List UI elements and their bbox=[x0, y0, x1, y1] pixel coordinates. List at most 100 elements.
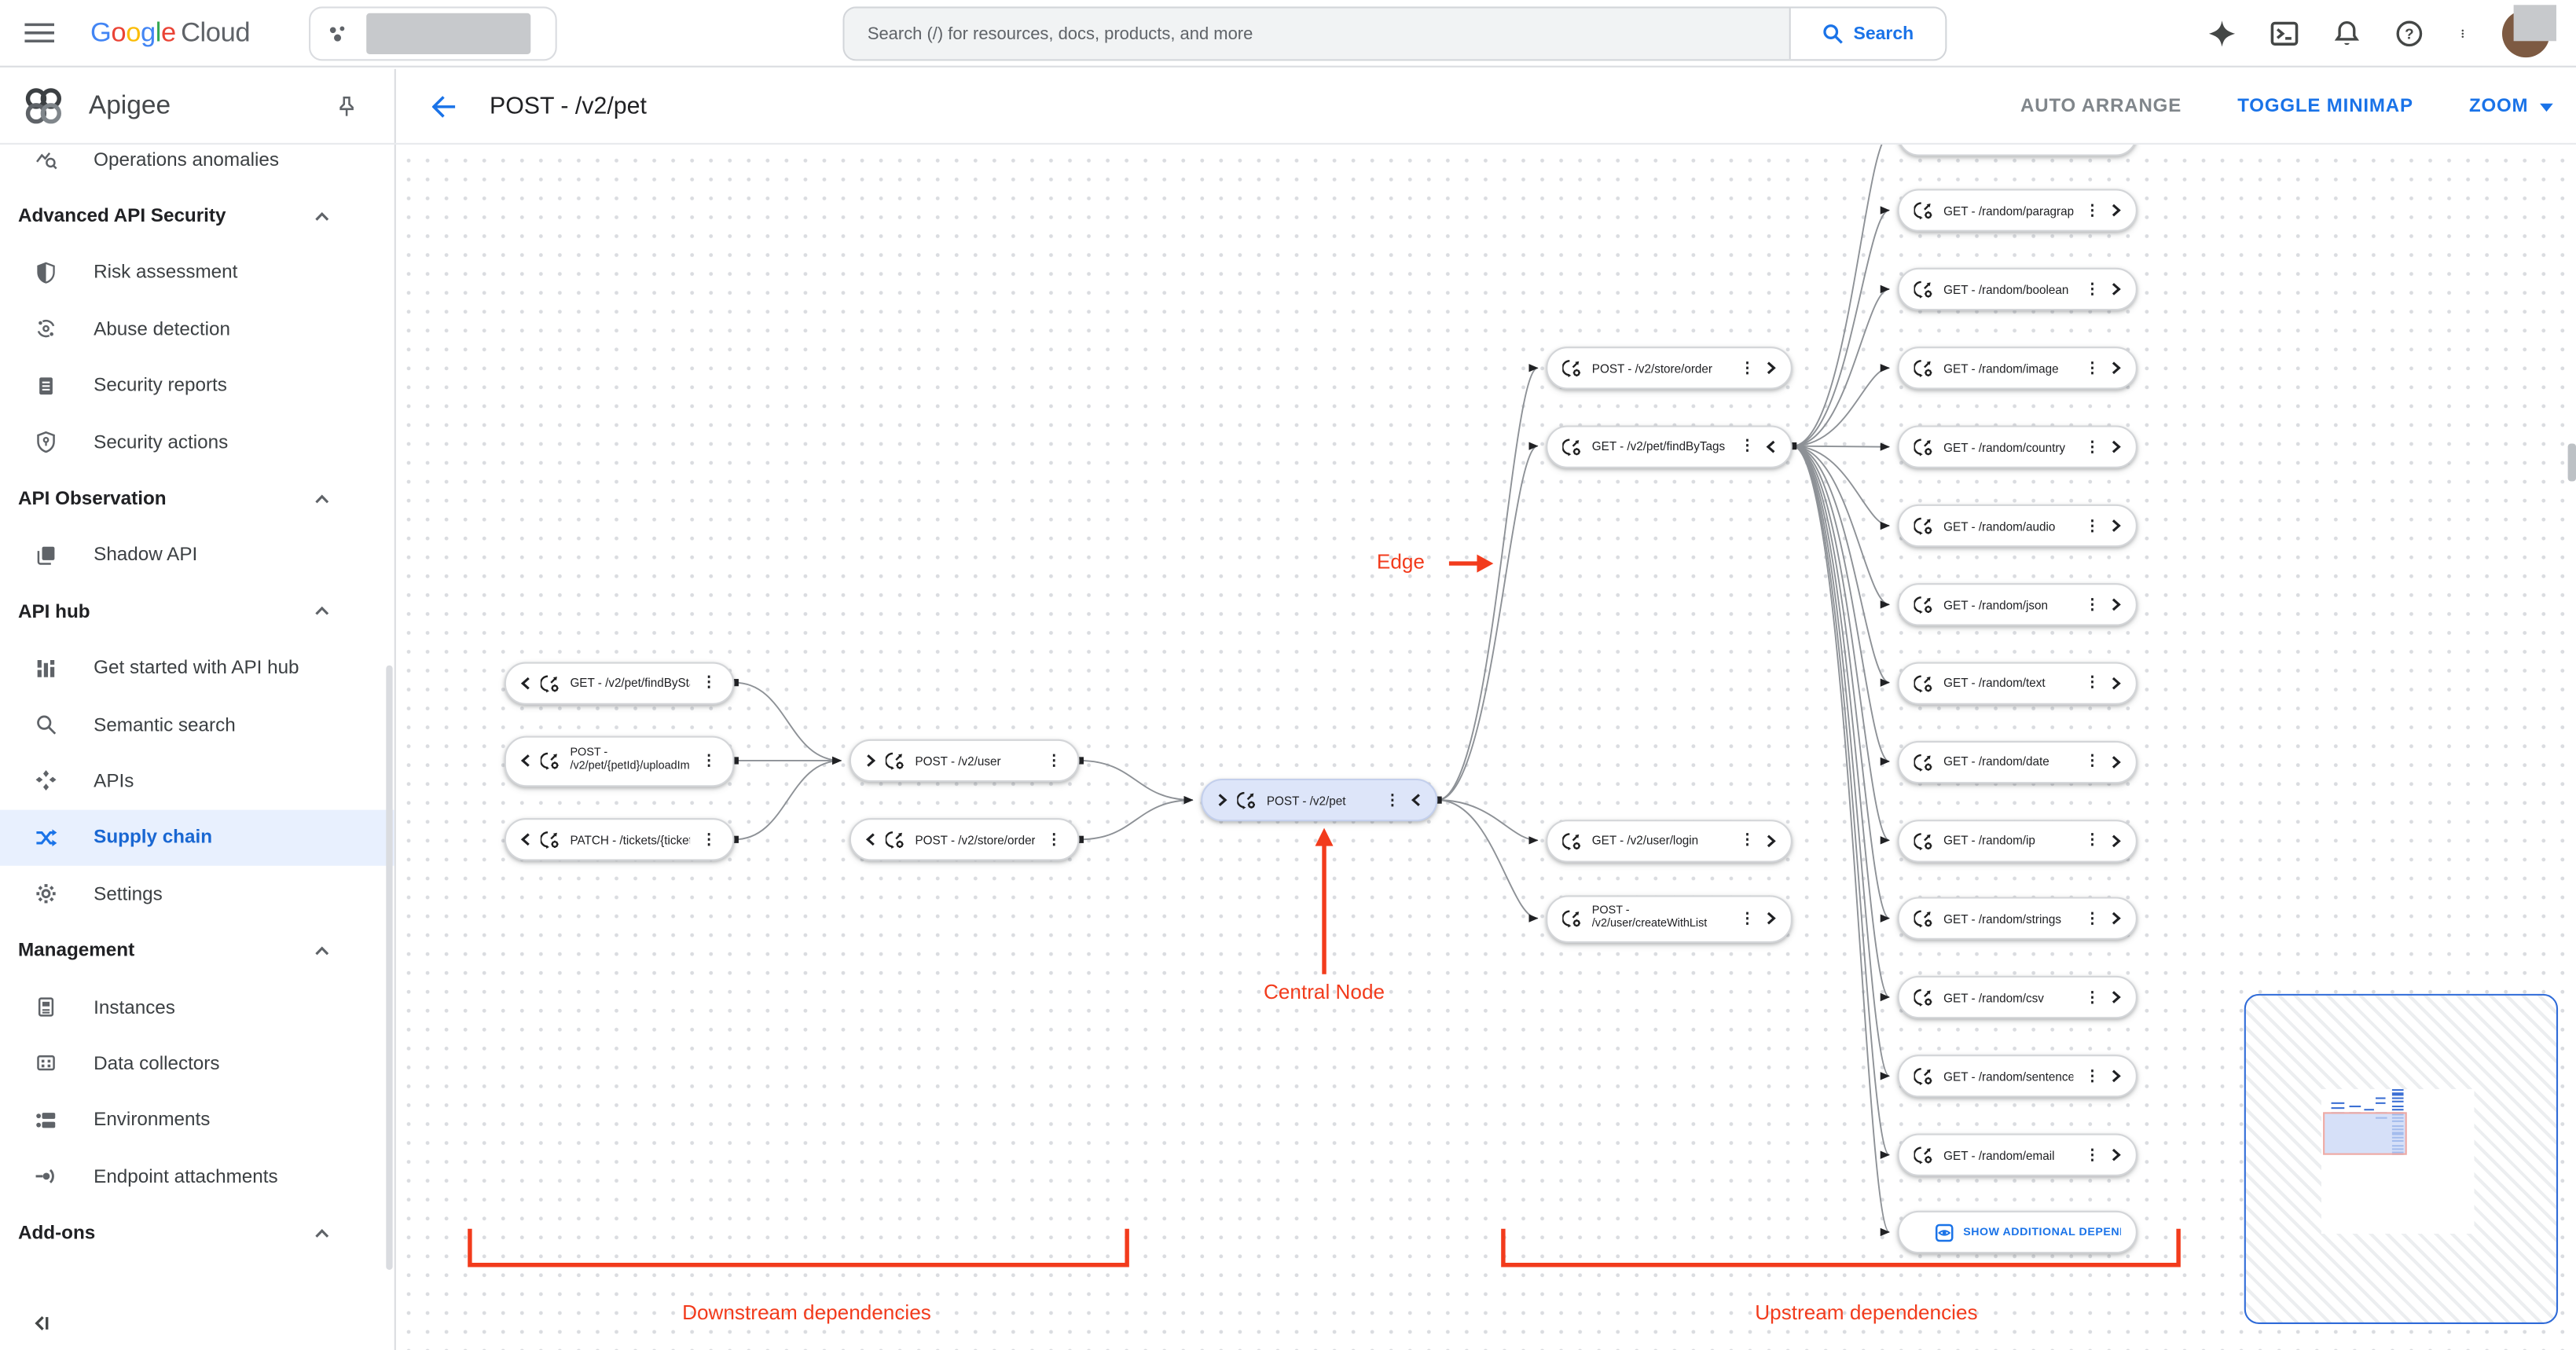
graph-node-login[interactable]: GET - /v2/user/login⋮ bbox=[1546, 819, 1793, 862]
expand-right-chevron-icon[interactable] bbox=[2111, 598, 2121, 611]
collapse-left-chevron-icon[interactable] bbox=[1411, 794, 1422, 807]
graph-node-user[interactable]: POST - /v2/user⋮ bbox=[849, 739, 1080, 783]
toggle-minimap-button[interactable]: TOGGLE MINIMAP bbox=[2237, 97, 2413, 117]
graph-node-rsentence[interactable]: GET - /random/sentence⋮ bbox=[1897, 1055, 2137, 1098]
node-menu-icon[interactable]: ⋮ bbox=[2084, 673, 2100, 691]
back-arrow-icon[interactable] bbox=[431, 94, 457, 117]
graph-node-rboolean[interactable]: GET - /random/boolean⋮ bbox=[1897, 267, 2137, 311]
sidebar-section-api-observation[interactable]: API Observation bbox=[0, 471, 394, 527]
graph-node-createwithlist[interactable]: POST -/v2/user/createWithList⋮ bbox=[1546, 894, 1793, 942]
graph-node-remail[interactable]: GET - /random/email⋮ bbox=[1897, 1133, 2137, 1176]
sidebar-item-settings[interactable]: Settings bbox=[0, 866, 394, 923]
project-selector[interactable] bbox=[309, 6, 557, 61]
sidebar-item-instances[interactable]: Instances bbox=[0, 979, 394, 1036]
graph-node-raudio[interactable]: GET - /random/audio⋮ bbox=[1897, 504, 2137, 548]
search-input[interactable]: Search (/) for resources, docs, products… bbox=[844, 8, 1789, 60]
expand-right-chevron-icon[interactable] bbox=[2111, 204, 2121, 217]
more-options-icon[interactable] bbox=[2458, 20, 2468, 48]
collapse-left-chevron-icon[interactable] bbox=[865, 833, 876, 846]
expand-right-chevron-icon[interactable] bbox=[1217, 794, 1227, 807]
node-menu-icon[interactable]: ⋮ bbox=[2084, 516, 2100, 534]
expand-right-chevron-icon[interactable] bbox=[1766, 912, 1776, 925]
node-menu-icon[interactable]: ⋮ bbox=[2084, 752, 2100, 769]
graph-node-storeorderr[interactable]: POST - /v2/store/order⋮ bbox=[1546, 347, 1793, 390]
minimap-viewport[interactable] bbox=[2323, 1112, 2407, 1155]
sidebar-item-apis[interactable]: APIs bbox=[0, 753, 394, 809]
sidebar-item-environments[interactable]: Environments bbox=[0, 1091, 394, 1148]
collapse-left-chevron-icon[interactable] bbox=[1766, 439, 1776, 453]
sidebar-item-get-started-with-api-hub[interactable]: Get started with API hub bbox=[0, 640, 394, 696]
node-menu-icon[interactable]: ⋮ bbox=[1046, 751, 1062, 769]
graph-node-rip[interactable]: GET - /random/ip⋮ bbox=[1897, 819, 2137, 862]
graph-node-rcsv[interactable]: GET - /random/csv⋮ bbox=[1897, 975, 2137, 1019]
expand-right-chevron-icon[interactable] bbox=[2111, 676, 2121, 689]
graph-node-storeorderl[interactable]: POST - /v2/store/order⋮ bbox=[849, 818, 1080, 861]
node-menu-icon[interactable]: ⋮ bbox=[1739, 437, 1755, 454]
minimap[interactable] bbox=[2244, 993, 2559, 1325]
search-button[interactable]: Search bbox=[1789, 8, 1946, 60]
expand-right-chevron-icon[interactable] bbox=[2111, 912, 2121, 925]
expand-right-chevron-icon[interactable] bbox=[1766, 834, 1776, 847]
node-menu-icon[interactable]: ⋮ bbox=[1739, 909, 1755, 926]
graph-node-rparagraph[interactable]: GET - /random/paragraph⋮ bbox=[1897, 189, 2137, 232]
node-menu-icon[interactable]: ⋮ bbox=[2084, 438, 2100, 455]
expand-right-chevron-icon[interactable] bbox=[2111, 1148, 2121, 1161]
sidebar-item-abuse-detection[interactable]: Abuse detection bbox=[0, 301, 394, 358]
expand-right-chevron-icon[interactable] bbox=[866, 754, 876, 768]
sidebar-item-shadow-api[interactable]: Shadow API bbox=[0, 527, 394, 584]
sidebar-item-security-actions[interactable]: Security actions bbox=[0, 414, 394, 471]
node-menu-icon[interactable]: ⋮ bbox=[701, 673, 717, 691]
sidebar-section-management[interactable]: Management bbox=[0, 923, 394, 979]
expand-right-chevron-icon[interactable] bbox=[2111, 755, 2121, 769]
expand-right-chevron-icon[interactable] bbox=[2111, 519, 2121, 533]
graph-node-rjson[interactable]: GET - /random/json⋮ bbox=[1897, 583, 2137, 626]
page-scrollbar-thumb[interactable] bbox=[2567, 443, 2576, 482]
collapse-left-chevron-icon[interactable] bbox=[520, 676, 531, 689]
node-menu-icon[interactable]: ⋮ bbox=[1046, 830, 1062, 847]
sidebar-scrollbar[interactable] bbox=[386, 665, 393, 1271]
expand-right-chevron-icon[interactable] bbox=[2111, 991, 2121, 1004]
node-menu-icon[interactable]: ⋮ bbox=[2084, 201, 2100, 218]
node-menu-icon[interactable]: ⋮ bbox=[701, 830, 717, 847]
graph-node-show-additional-dependencies[interactable]: SHOW ADDITIONAL DEPENDENCIES bbox=[1897, 1210, 2137, 1254]
node-menu-icon[interactable]: ⋮ bbox=[2084, 280, 2100, 297]
menu-icon[interactable] bbox=[24, 21, 54, 44]
gemini-sparkle-icon[interactable] bbox=[2208, 20, 2237, 48]
zoom-button[interactable]: ZOOM bbox=[2469, 97, 2553, 116]
graph-node-rstrings[interactable]: GET - /random/strings⋮ bbox=[1897, 897, 2137, 940]
node-menu-icon[interactable]: ⋮ bbox=[1739, 831, 1755, 848]
sidebar-item-security-reports[interactable]: Security reports bbox=[0, 358, 394, 414]
sidebar-item-data-collectors[interactable]: Data collectors bbox=[0, 1036, 394, 1092]
expand-right-chevron-icon[interactable] bbox=[1766, 361, 1776, 375]
auto-arrange-button[interactable]: AUTO ARRANGE bbox=[2020, 97, 2182, 117]
node-menu-icon[interactable]: ⋮ bbox=[1385, 791, 1400, 808]
cloud-shell-icon[interactable] bbox=[2270, 20, 2299, 48]
sidebar-item-supply-chain[interactable]: Supply chain bbox=[0, 809, 394, 866]
node-menu-icon[interactable]: ⋮ bbox=[2084, 358, 2100, 376]
node-menu-icon[interactable]: ⋮ bbox=[2084, 1066, 2100, 1084]
graph-node-pet[interactable]: POST - /v2/pet⋮ bbox=[1201, 778, 1438, 822]
node-menu-icon[interactable]: ⋮ bbox=[2084, 1146, 2100, 1163]
sidebar-section-add-ons[interactable]: Add-ons bbox=[0, 1205, 394, 1261]
sidebar-item-operations-anomalies[interactable]: Operations anomalies bbox=[0, 145, 394, 188]
node-menu-icon[interactable]: ⋮ bbox=[2084, 831, 2100, 848]
sidebar-section-advanced-api-security[interactable]: Advanced API Security bbox=[0, 188, 394, 244]
expand-right-chevron-icon[interactable] bbox=[2111, 440, 2121, 453]
sidebar-item-semantic-search[interactable]: Semantic search bbox=[0, 696, 394, 753]
pin-icon[interactable] bbox=[335, 94, 358, 117]
supply-chain-canvas[interactable]: GET - /v2/pet/findByStatus⋮POST -/v2/pet… bbox=[395, 144, 2576, 1350]
collapse-left-chevron-icon[interactable] bbox=[520, 754, 531, 768]
graph-node-rtext[interactable]: GET - /random/text⋮ bbox=[1897, 661, 2137, 704]
notifications-bell-icon[interactable] bbox=[2333, 20, 2361, 48]
graph-node-rcountry[interactable]: GET - /random/country⋮ bbox=[1897, 425, 2137, 468]
graph-node-ticket[interactable]: PATCH - /tickets/{ticketId}⋮ bbox=[504, 818, 735, 861]
help-icon[interactable]: ? bbox=[2395, 20, 2424, 48]
expand-right-chevron-icon[interactable] bbox=[2111, 1069, 2121, 1083]
graph-node-uploadimage[interactable]: POST -/v2/pet/{petId}/uploadImage⋮ bbox=[504, 735, 735, 787]
sidebar-section-api-hub[interactable]: API hub bbox=[0, 583, 394, 640]
node-menu-icon[interactable]: ⋮ bbox=[2084, 988, 2100, 1005]
node-menu-icon[interactable]: ⋮ bbox=[2084, 909, 2100, 926]
graph-node-rimage[interactable]: GET - /random/image⋮ bbox=[1897, 347, 2137, 390]
sidebar-item-endpoint-attachments[interactable]: Endpoint attachments bbox=[0, 1148, 394, 1205]
